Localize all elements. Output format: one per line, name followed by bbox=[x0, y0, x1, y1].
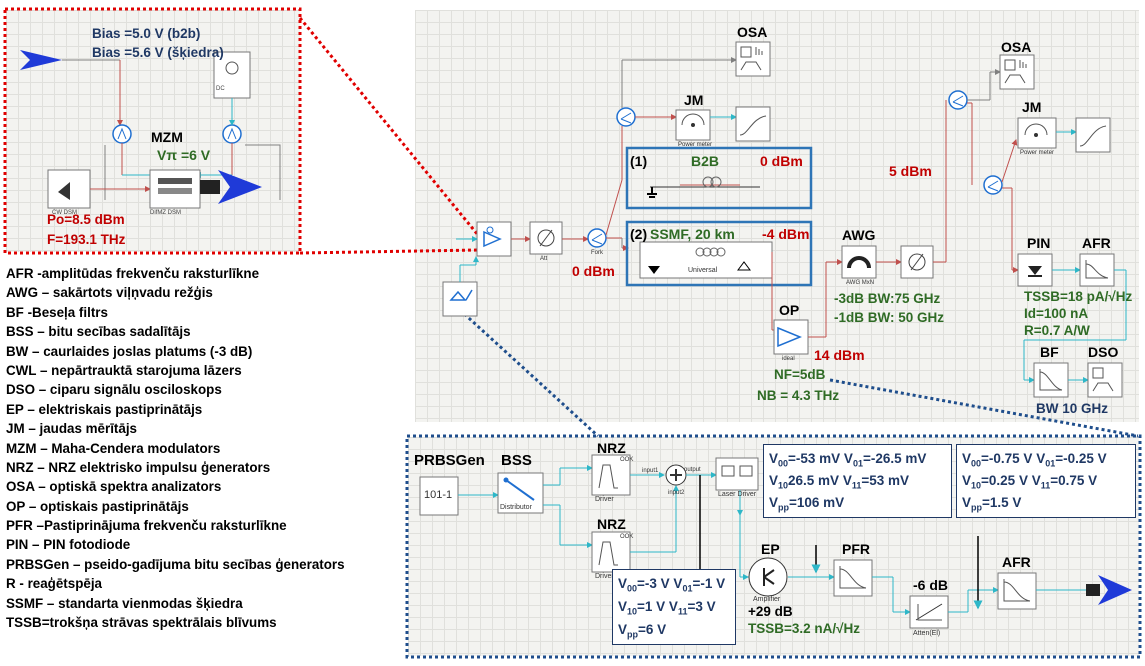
universal-label: Universal bbox=[688, 267, 718, 274]
legend-item: EP – elektriskais pastiprinātājs bbox=[6, 401, 203, 417]
bf-label: BF bbox=[1040, 344, 1059, 360]
legend-item: PIN – PIN fotodiode bbox=[6, 537, 131, 553]
legend-item: BW – caurlaides joslas platums (-3 dB) bbox=[6, 343, 253, 359]
zoom-pointer-top bbox=[298, 17, 480, 236]
amplifier-label: Amplifier bbox=[753, 596, 781, 603]
legend-item: BF -Beseļa filtrs bbox=[6, 304, 108, 320]
legend-item: PRBSGen – pseido-gadījuma bitu secības ģ… bbox=[6, 556, 345, 572]
legend-item: AFR -amplitūdas frekvenču raksturlīkne bbox=[6, 266, 260, 281]
legend-item: OP – optiskais pastiprinātājs bbox=[6, 498, 189, 514]
power-meter-2-label: Power meter bbox=[1020, 150, 1055, 156]
pin-id: Id=100 nA bbox=[1024, 306, 1089, 321]
ep-tssb: TSSB=3.2 nA/√Hz bbox=[748, 621, 861, 636]
zoom-frame bbox=[3, 7, 302, 255]
po-label: Po=8.5 dBm bbox=[47, 212, 125, 227]
legend-item: TSSB=trokšņa strāvas spektrālais blīvums bbox=[6, 615, 277, 631]
ssmf-power: -4 dBm bbox=[762, 226, 810, 242]
bias-b2b-label: Bias =5.0 V (b2b) bbox=[92, 26, 201, 41]
pfr-label: PFR bbox=[842, 541, 870, 557]
jm2-label: JM bbox=[1022, 99, 1042, 115]
op-nb: NB = 4.3 THz bbox=[757, 388, 840, 403]
afr-top-label: AFR bbox=[1082, 235, 1111, 251]
bottom-pointer-left bbox=[458, 308, 600, 438]
jm1-label: JM bbox=[684, 92, 704, 108]
bss-label: BSS bbox=[501, 452, 532, 469]
ssmf-number: (2) bbox=[630, 226, 648, 242]
laser-driver-voltage-box: V00=-53 mV V01=-26.5 mV V1026.5 mV V11=5… bbox=[763, 444, 952, 518]
zoom-pointer-bottom bbox=[299, 248, 479, 255]
legend-item: SSMF – standarta vienmodas šķiedra bbox=[6, 595, 243, 611]
osa1-label: OSA bbox=[737, 24, 768, 40]
legend-item: PFR –Pastiprinājuma frekvenču raksturlīk… bbox=[6, 518, 287, 534]
awg-small-label: AWG MxN bbox=[846, 280, 875, 286]
ook1-label: OOK bbox=[620, 457, 634, 463]
pin-label: PIN bbox=[1027, 235, 1051, 251]
legend-item: JM – jaudas mērītājs bbox=[6, 421, 137, 437]
bias-fiber-label: Bias =5.6 V (šķiedra) bbox=[92, 45, 224, 60]
legend-item: MZM – Maha-Cendera modulators bbox=[6, 440, 221, 456]
atten-el-label: Atten(El) bbox=[913, 630, 941, 637]
bottom-frame bbox=[405, 434, 1142, 659]
awg-bw1: -1dB BW: 50 GHz bbox=[834, 310, 945, 325]
legend-item: BSS – bitu secības sadalītājs bbox=[6, 324, 191, 340]
b2b-label: B2B bbox=[691, 153, 720, 169]
dso-label: DSO bbox=[1088, 344, 1119, 360]
mz-small-label: DifMZ DSM bbox=[150, 210, 181, 216]
legend-item: NRZ – NRZ elektrisko impulsu ģenerators bbox=[6, 459, 271, 475]
bottom-pointer-right bbox=[829, 378, 1139, 438]
ep-label: EP bbox=[761, 541, 780, 557]
driver-voltage-box: V00=-3 V V01=-1 V V10=1 V V11=3 V Vpp=6 … bbox=[612, 569, 736, 645]
attenuator-voltage-box: V00=-0.75 V V01=-0.25 V V10=0.25 V V11=0… bbox=[956, 444, 1136, 518]
ssmf-label: SSMF, 20 km bbox=[650, 226, 735, 242]
legend-item: DSO – ciparu signālu osciloskops bbox=[6, 382, 222, 398]
nrz2-label: NRZ bbox=[597, 516, 626, 532]
vpi-label: Vπ =6 V bbox=[157, 147, 211, 163]
afr-bottom-label: AFR bbox=[1002, 554, 1031, 570]
awg-label: AWG bbox=[842, 227, 876, 243]
input2-label: input2 bbox=[668, 490, 685, 496]
laser-driver-label: Laser Driver bbox=[718, 491, 757, 498]
ep-gain: +29 dB bbox=[748, 604, 793, 619]
attenuation-label: -6 dB bbox=[913, 577, 948, 593]
driver1-label: Driver bbox=[595, 496, 614, 503]
cw-small-label: CW DSM bbox=[52, 210, 77, 216]
fork-label: Fork bbox=[591, 250, 603, 256]
nrz1-label: NRZ bbox=[597, 440, 626, 456]
power-meter-label: Power meter bbox=[678, 142, 713, 148]
power-5dbm: 5 dBm bbox=[889, 163, 932, 179]
b2b-power: 0 dBm bbox=[760, 153, 803, 169]
dc-small-label: DC bbox=[216, 86, 225, 92]
b2b-number: (1) bbox=[630, 153, 648, 169]
osa2-label: OSA bbox=[1001, 39, 1032, 55]
bf-bw: BW 10 GHz bbox=[1036, 401, 1109, 416]
zoom-canvas bbox=[6, 10, 300, 252]
abbreviation-legend: AFR -amplitūdas frekvenču raksturlīkne A… bbox=[6, 264, 406, 632]
pin-tssb: TSSB=18 pA/√Hz bbox=[1024, 289, 1133, 304]
prbs-label: PRBSGen bbox=[414, 452, 485, 469]
op-power: 14 dBm bbox=[814, 347, 865, 363]
output-label: output bbox=[684, 467, 701, 473]
op-nf: NF=5dB bbox=[774, 367, 826, 382]
awg-bw3: -3dB BW:75 GHz bbox=[834, 291, 941, 306]
op-label: OP bbox=[779, 302, 800, 318]
prbs-icon-text: 101-1 bbox=[424, 489, 453, 501]
freq-label: F=193.1 THz bbox=[47, 232, 126, 247]
legend-item: CWL – nepārtrauktā starojuma lāzers bbox=[6, 362, 242, 378]
ideal-label: ideal bbox=[782, 356, 795, 362]
mzm-label: MZM bbox=[151, 129, 183, 145]
driver2-label: Driver bbox=[595, 573, 614, 580]
ook2-label: OOK bbox=[620, 534, 634, 540]
input-power: 0 dBm bbox=[572, 263, 615, 279]
legend-item: AWG – sakārtots viļņvadu režģis bbox=[6, 285, 213, 301]
input1-label: input1 bbox=[642, 468, 659, 474]
att-label: Att bbox=[540, 256, 548, 262]
pin-r: R=0.7 A/W bbox=[1024, 323, 1090, 338]
legend-item: R - reaģētspēja bbox=[6, 576, 103, 592]
distributor-label: Distributor bbox=[500, 504, 532, 511]
legend-item: OSA – optiskā spektra analizators bbox=[6, 479, 222, 495]
